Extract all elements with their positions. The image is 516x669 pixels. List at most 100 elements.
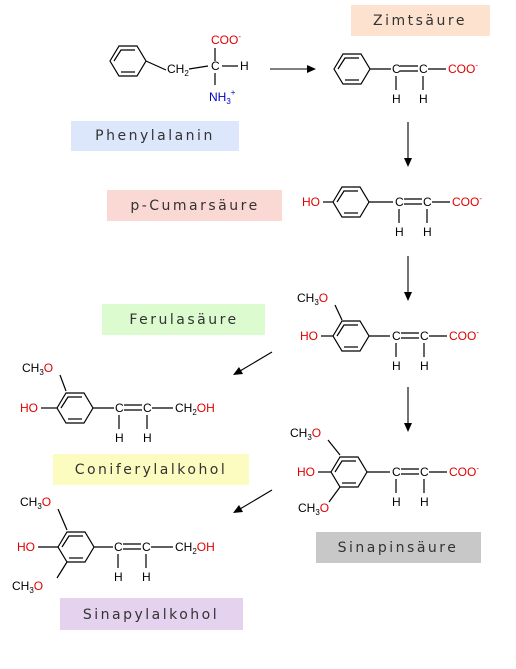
bond: [59, 374, 67, 392]
molecule-sinapylalkohol: CH3O HO CH3O C C CH2OH H H: [12, 495, 215, 595]
arrow-cumar-to-ferula: [404, 256, 412, 301]
ring-inner-bond: [60, 396, 82, 409]
hydrogen: H: [420, 359, 429, 373]
label-zimtsaeure: Zimtsäure: [351, 5, 490, 36]
ring-inner-bond: [336, 190, 358, 203]
arrowhead: [233, 367, 243, 375]
arrow-shaft: [239, 351, 273, 372]
hydrogen: H: [395, 225, 404, 239]
methoxy-group: CH3O: [20, 495, 51, 511]
hydroxymethyl-group: CH2OH: [175, 401, 215, 417]
arrow-shaft: [239, 489, 273, 510]
carbon: C: [423, 195, 432, 209]
hydroxyl: HO: [300, 329, 318, 343]
ring-inner-bond: [61, 535, 83, 548]
carboxylate: COO-: [449, 328, 479, 343]
hydrogen: H: [392, 92, 401, 106]
carbon: C: [392, 329, 401, 343]
hydrogen: H: [142, 570, 151, 584]
ring-inner-bond: [334, 460, 356, 473]
hydroxymethyl-group: CH2OH: [175, 540, 215, 556]
arrow-sinapin-to-sinapyl: [233, 489, 273, 513]
carboxylate: COO-: [449, 464, 479, 479]
hydroxyl: HO: [302, 195, 320, 209]
label-zimtsaeure-text: Zimtsäure: [373, 13, 467, 29]
label-sinapinsaeure-text: Sinapinsäure: [338, 540, 459, 556]
carbon: C: [392, 465, 401, 479]
molecule-p-cumarsaeure: HO C C COO- H H: [302, 186, 482, 239]
bond: [334, 304, 343, 321]
arrow-ferula-to-coniferyl: [233, 351, 273, 375]
hydrogen: H: [392, 495, 401, 509]
label-sinapylalkohol-bg: [60, 598, 243, 630]
molecule-ferulasaeure: CH3O HO C C COO- H H: [297, 291, 479, 373]
hydroxyl: HO: [20, 401, 38, 415]
label-ferulasaeure-bg: [102, 304, 265, 335]
hydroxyl: HO: [17, 540, 35, 554]
arrowhead: [233, 505, 243, 513]
molecule-zimtsaeure: C C COO- H H: [333, 53, 478, 106]
label-coniferylalkohol: Coniferylalkohol: [53, 454, 249, 485]
arrow-ferula-to-sinapin: [404, 387, 412, 432]
label-ferulasaeure: Ferulasäure: [102, 304, 265, 335]
label-phenylalanin: Phenylalanin: [71, 121, 239, 151]
label-zimtsaeure-bg: [351, 5, 490, 36]
carbon: C: [114, 540, 123, 554]
arrowhead: [307, 65, 316, 73]
bond: [145, 60, 167, 71]
label-sinapinsaeure: Sinapinsäure: [316, 532, 481, 563]
label-sinapylalkohol: Sinapylalkohol: [60, 598, 243, 630]
carbon: C: [142, 540, 151, 554]
hydrogen: H: [420, 495, 429, 509]
carbon: C: [395, 195, 404, 209]
label-ferulasaeure-text: Ferulasäure: [129, 312, 238, 328]
bond: [328, 486, 341, 503]
hydrogen: H: [240, 59, 249, 73]
label-p-cumarsaeure-bg: [107, 190, 282, 221]
label-p-cumarsaeure-text: p-Cumarsäure: [130, 198, 259, 214]
bond: [188, 65, 209, 70]
carboxylate: COO-: [211, 32, 241, 47]
carbon: C: [420, 329, 429, 343]
methoxy-group: CH3O: [290, 426, 321, 442]
carbon: C: [143, 401, 152, 415]
molecule-coniferylalkohol: CH3O HO C C CH2OH H H: [20, 361, 215, 445]
bond: [57, 508, 68, 531]
carbon: C: [420, 465, 429, 479]
methoxy-group: CH3O: [12, 579, 43, 595]
arrow-zimt-to-cumar: [404, 122, 412, 167]
label-p-cumarsaeure: p-Cumarsäure: [107, 190, 282, 221]
carboxylate: COO-: [448, 61, 478, 76]
hydrogen: H: [143, 431, 152, 445]
alpha-carbon: C: [211, 59, 220, 73]
hydrogen: H: [392, 359, 401, 373]
arrow-phe-to-zimt: [270, 65, 316, 73]
hydroxyl: HO: [297, 465, 315, 479]
ch2-group: CH2: [167, 62, 189, 78]
arrowhead: [404, 423, 412, 432]
label-coniferylalkohol-bg: [53, 454, 249, 485]
label-coniferylalkohol-text: Coniferylalkohol: [75, 462, 228, 478]
hydrogen: H: [115, 431, 124, 445]
bond: [327, 439, 341, 456]
hydrogen: H: [419, 92, 428, 106]
ring-inner-bond: [336, 324, 358, 337]
molecule-phenylalanin: CH2 C H COO- NH3+: [109, 32, 249, 106]
hydrogen: H: [423, 225, 432, 239]
arrowhead: [404, 158, 412, 167]
methoxy-group: CH3O: [298, 501, 329, 517]
carboxylate: COO-: [452, 194, 482, 209]
label-phenylalanin-bg: [71, 121, 239, 151]
label-sinapylalkohol-text: Sinapylalkohol: [83, 607, 219, 623]
methoxy-group: CH3O: [22, 361, 53, 377]
carbon: C: [392, 62, 401, 76]
label-phenylalanin-text: Phenylalanin: [95, 128, 215, 144]
bond: [56, 561, 68, 579]
ammonium: NH3+: [209, 88, 236, 106]
methoxy-group: CH3O: [297, 291, 328, 307]
carbon: C: [419, 62, 428, 76]
molecule-sinapinsaeure: CH3O HO CH3O C C COO- H H: [290, 426, 479, 517]
ring-inner-bond: [113, 49, 135, 62]
hydrogen: H: [114, 570, 123, 584]
